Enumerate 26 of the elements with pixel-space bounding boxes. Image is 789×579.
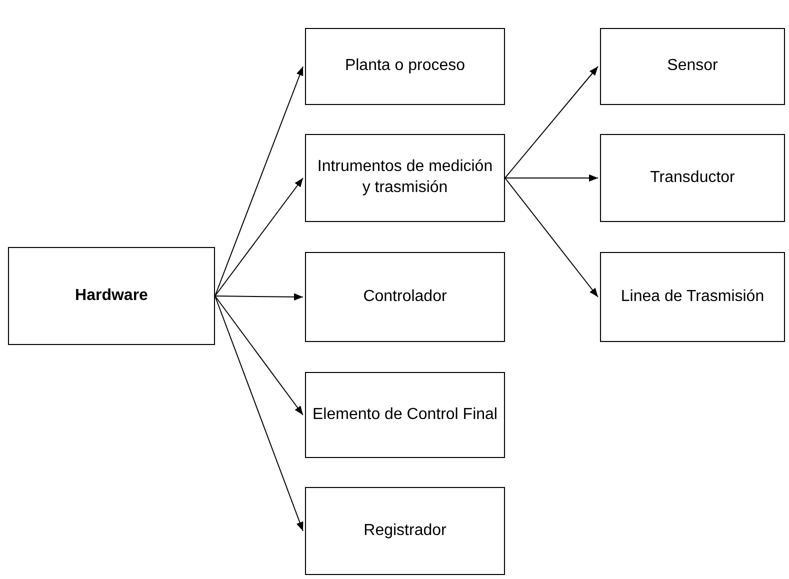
box-label: Elemento de Control Final [312,404,498,425]
arrow [214,66,304,296]
process-box [305,252,505,342]
arrow [214,296,304,416]
process-box [305,487,505,575]
arrow [214,296,304,532]
process-box [8,247,215,345]
box-label: Linea de Trasmisión [620,286,764,307]
arrow [504,178,598,298]
process-box [305,372,505,458]
process-box [600,252,785,342]
process-box [305,134,505,222]
process-box [305,28,505,105]
arrow [214,293,304,300]
process-box [600,134,785,222]
arrow [214,178,304,296]
box-label: Hardware [75,286,148,306]
box-label: Transductor [650,168,735,188]
box-label: Sensor [667,56,718,76]
arrow [504,66,598,178]
process-box [600,28,785,105]
box-label: Registrador [364,520,446,541]
box-label: Intrumentos de medición y trasmisión [316,157,494,198]
box-label: Controlador [363,286,447,307]
arrow [504,174,598,182]
box-label: Planta o proceso [344,56,466,76]
